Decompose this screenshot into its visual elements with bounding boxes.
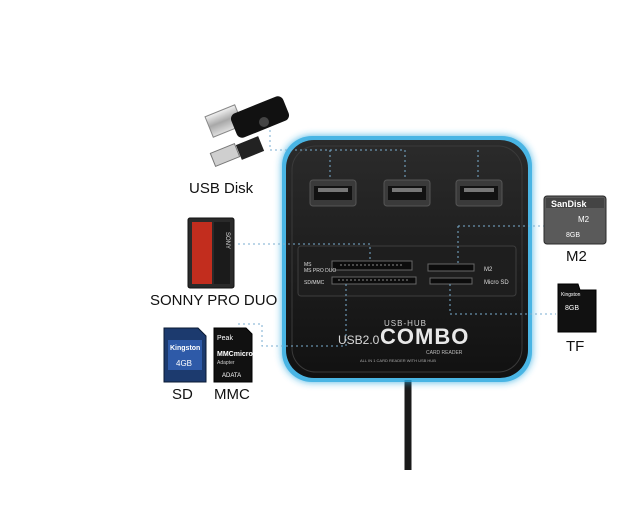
slot-label-ms: MS <box>304 262 312 268</box>
usb-flash-drive <box>204 96 290 168</box>
brand-usb2: USB2.0 <box>338 333 380 347</box>
m2-slot <box>427 263 475 272</box>
svg-text:Kingston: Kingston <box>170 345 200 352</box>
usb-port <box>309 179 357 207</box>
svg-text:Adapter: Adapter <box>217 360 235 366</box>
svg-text:SONY: SONY <box>224 232 230 249</box>
slot-label-sd-mmc: SD/MMC <box>304 280 325 286</box>
brand-combo: COMBO <box>380 324 469 349</box>
label-mmc: MMC <box>214 386 250 403</box>
memory-stick-card: SONY <box>187 217 235 289</box>
brand-tagline: ALL IN 1 CARD READER WITH USB HUB <box>360 358 436 363</box>
svg-text:Kingston: Kingston <box>561 292 581 298</box>
svg-text:8GB: 8GB <box>565 305 579 312</box>
mmc-card: Peak MMCmicro Adapter ADATA <box>213 327 253 383</box>
svg-text:Peak: Peak <box>217 335 233 342</box>
leader-lines <box>238 120 556 347</box>
usb-ports <box>309 179 503 207</box>
label-sd: SD <box>172 386 193 403</box>
micro-sd-slot <box>429 277 473 285</box>
label-tf: TF <box>566 338 585 355</box>
slot-label-micro-sd: Micro SD <box>484 280 509 286</box>
svg-text:SanDisk: SanDisk <box>551 199 588 209</box>
brand-card-reader: CARD READER <box>426 350 463 356</box>
sd-card: Kingston 4GB <box>163 327 207 383</box>
brand-usb-hub: USB-HUB <box>384 319 427 328</box>
tf-card: Kingston 8GB <box>557 283 597 333</box>
svg-text:4GB: 4GB <box>176 359 192 368</box>
slot-label-ms-pro-duo: MS PRO DUO <box>304 268 336 274</box>
usb-port <box>383 179 431 207</box>
svg-text:M2: M2 <box>578 215 590 224</box>
sandisk-m2-card: SanDisk M2 8GB <box>543 195 607 245</box>
label-m2: M2 <box>566 248 587 265</box>
svg-text:8GB: 8GB <box>566 232 580 239</box>
slot-label-m2: M2 <box>484 267 493 273</box>
label-usb-disk: USB Disk <box>189 180 254 197</box>
usb-port <box>455 179 503 207</box>
svg-text:MMCmicro: MMCmicro <box>217 351 253 358</box>
svg-text:ADATA: ADATA <box>222 373 241 379</box>
label-sony-pro-duo: SONNY PRO DUO <box>150 292 278 309</box>
